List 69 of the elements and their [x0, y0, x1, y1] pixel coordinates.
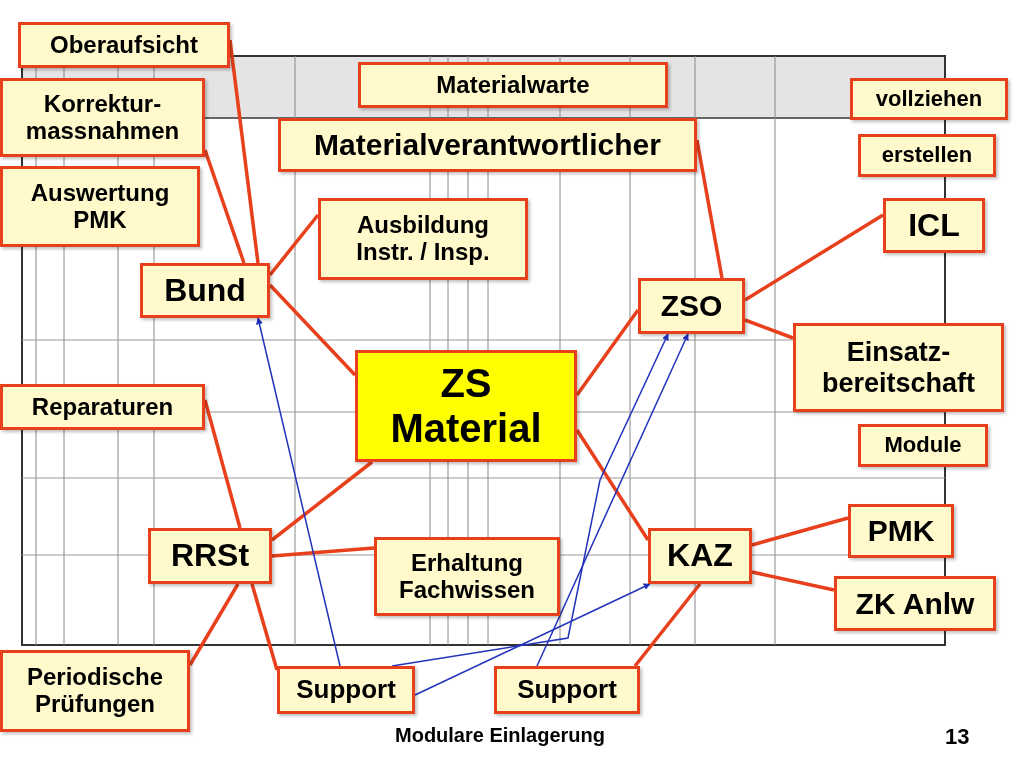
label-box [858, 134, 996, 177]
box-label: erstellen [880, 143, 974, 168]
label-box [648, 528, 752, 584]
box-label: KAZ [666, 538, 734, 574]
connector-line [695, 139, 724, 279]
connector-line [268, 283, 357, 377]
label-box [148, 528, 272, 584]
label-box [358, 62, 668, 108]
arrow [536, 333, 689, 667]
label-box [0, 384, 205, 430]
connector-line [744, 213, 884, 302]
label-box [140, 263, 270, 318]
box-label: RRSt [169, 538, 251, 574]
connector-line [744, 318, 794, 340]
box-label: Oberaufsicht [49, 31, 199, 59]
arrow [391, 333, 669, 667]
page-number: 13 [945, 724, 970, 750]
label-box [277, 666, 415, 714]
box-label: vollziehen [874, 86, 984, 112]
arrow [256, 317, 341, 667]
label-box [278, 118, 697, 172]
connector-line [751, 516, 849, 547]
label-box [850, 78, 1008, 120]
box-label: ZS Material [389, 361, 543, 451]
label-box [0, 166, 200, 247]
box-label: Materialverantwortlicher [313, 128, 662, 162]
box-label: Bund [163, 272, 247, 309]
label-box [848, 504, 954, 558]
label-box [0, 650, 190, 732]
box-label: PMK [866, 514, 936, 548]
central-box [355, 350, 577, 462]
label-box [18, 22, 230, 68]
label-box [858, 424, 988, 467]
arrow [414, 583, 651, 696]
label-box [834, 576, 996, 631]
box-label: ZK Anlw [854, 586, 976, 621]
box-label: Einsatz- bereitschaft [820, 337, 977, 398]
connector-line [203, 399, 242, 529]
label-box [494, 666, 640, 714]
connector-line [271, 546, 375, 558]
label-box [318, 198, 528, 280]
label-box [0, 78, 205, 157]
box-label: Korrektur- massnahmen [24, 90, 181, 145]
box-label: ZSO [659, 289, 724, 323]
connector-line [633, 582, 702, 668]
box-label: Support [516, 675, 618, 705]
box-label: Module [883, 433, 963, 458]
connector-line [228, 39, 260, 264]
label-box [374, 537, 560, 616]
connector-line [188, 583, 240, 666]
connector-line [250, 583, 279, 671]
connector-line [751, 570, 835, 592]
connector-line [203, 149, 246, 264]
box-label: Auswertung PMK [29, 179, 171, 234]
connector-line [268, 213, 320, 277]
box-label: Reparaturen [30, 393, 175, 421]
footer-text: Modulare Einlagerung [395, 724, 606, 747]
box-label: Support [295, 675, 397, 705]
box-label: ICL [907, 207, 961, 244]
connector-line [270, 460, 374, 542]
box-label: Erhaltung Fachwissen [397, 549, 537, 604]
box-label: Periodische Prüfungen [25, 664, 165, 718]
label-box [793, 323, 1004, 412]
box-label: Ausbildung Instr. / Insp. [355, 212, 491, 266]
connector-line [575, 309, 640, 396]
label-box [883, 198, 985, 253]
label-box [638, 278, 745, 334]
box-label: Materialwarte [435, 71, 591, 99]
connector-line [575, 429, 650, 541]
